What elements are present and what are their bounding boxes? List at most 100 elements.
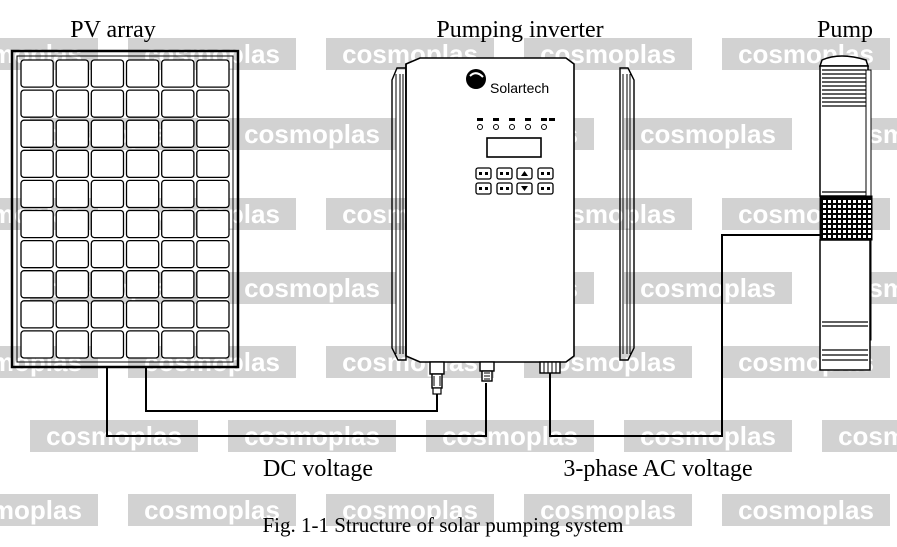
keypad-key	[475, 182, 492, 195]
pv-cell	[55, 209, 90, 239]
screen-slot	[853, 225, 856, 228]
pv-cell	[20, 89, 54, 118]
led-indicator	[541, 124, 547, 130]
inverter-label: Pumping inverter	[436, 17, 603, 43]
pv-cell	[196, 330, 230, 359]
screen-slot	[858, 205, 861, 208]
screen-slot	[828, 220, 831, 223]
screen-slot	[833, 215, 836, 218]
screen-slot	[828, 205, 831, 208]
watermark-text: cosmoplas	[540, 495, 676, 525]
pv-cell	[125, 330, 160, 359]
screen-slot	[843, 210, 846, 213]
pv-cell	[196, 239, 230, 269]
pv-cell	[55, 59, 90, 88]
brand-name: Solartech	[490, 80, 549, 96]
pv-cell	[90, 179, 125, 209]
screen-slot	[843, 220, 846, 223]
keypad-key	[537, 182, 554, 195]
led-indicator	[477, 124, 483, 130]
screen-slot	[838, 215, 841, 218]
keypad-key	[496, 182, 513, 195]
screen-slot	[863, 235, 866, 238]
keypad-key	[496, 167, 513, 180]
screen-slot	[858, 225, 861, 228]
pumping-inverter: Solartech	[391, 57, 635, 395]
screen-slot	[858, 220, 861, 223]
watermark-text: cosmoplas	[144, 495, 280, 525]
pv-cell	[20, 239, 54, 269]
pv-cell	[196, 300, 230, 329]
pv-cell	[161, 149, 195, 179]
pv-cell	[196, 119, 230, 148]
pump-outlet-rings	[822, 69, 866, 193]
screen-slot	[853, 230, 856, 233]
screen-slot	[848, 200, 851, 203]
screen-slot	[843, 215, 846, 218]
led-indicator	[525, 124, 531, 130]
led-label	[509, 118, 515, 121]
pv-cell	[161, 270, 195, 299]
screen-slot	[823, 235, 826, 238]
screen-slot	[843, 230, 846, 233]
screen-slot	[858, 210, 861, 213]
pv-cell	[90, 89, 125, 118]
inverter-keypad	[475, 167, 554, 195]
indicator-leds	[477, 118, 555, 130]
screen-slot	[863, 225, 866, 228]
watermark-text: cosmoplas	[738, 495, 874, 525]
screen-slot	[853, 220, 856, 223]
screen-slot	[863, 205, 866, 208]
keypad-key	[475, 167, 492, 180]
pv-cell	[125, 149, 160, 179]
pv-cell	[161, 300, 195, 329]
screen-slot	[863, 215, 866, 218]
screen-slot	[868, 215, 871, 218]
pv-cell	[55, 179, 90, 209]
dc-wires	[106, 367, 487, 437]
screen-slot	[833, 200, 836, 203]
screen-slot	[828, 225, 831, 228]
pv-cell	[55, 300, 90, 329]
pv-cell	[125, 119, 160, 148]
pv-cell	[161, 209, 195, 239]
pv-cell	[20, 179, 54, 209]
screen-slot	[848, 235, 851, 238]
pv-cell	[55, 270, 90, 299]
screen-slot	[853, 205, 856, 208]
screen-slot	[843, 200, 846, 203]
screen-slot	[848, 205, 851, 208]
ac-voltage-label: 3-phase AC voltage	[563, 456, 752, 482]
dc-connector-left	[429, 361, 445, 395]
heatsink-fins-right	[622, 74, 631, 354]
led-indicator	[509, 124, 515, 130]
screen-slot	[868, 235, 871, 238]
pv-cell	[161, 59, 195, 88]
pv-cell	[196, 209, 230, 239]
screen-slot	[858, 200, 861, 203]
pv-cell	[90, 209, 125, 239]
screen-slot	[828, 200, 831, 203]
screen-slot	[853, 200, 856, 203]
screen-slot	[828, 210, 831, 213]
screen-slot	[833, 235, 836, 238]
screen-slot	[838, 220, 841, 223]
watermark-tile: cosmoplas	[228, 272, 396, 304]
ac-wire	[549, 234, 820, 437]
pv-cell	[55, 149, 90, 179]
watermark-tile: cosmoplas	[822, 420, 897, 452]
pv-array-panel	[10, 49, 240, 369]
pv-cell	[125, 89, 160, 118]
watermark-tile: cosmoplas	[228, 118, 396, 150]
pv-cell	[90, 270, 125, 299]
screen-slot	[853, 210, 856, 213]
pv-cell	[90, 119, 125, 148]
pv-cell	[161, 89, 195, 118]
watermark-text: cosmoplas	[244, 119, 380, 149]
pv-cell	[20, 59, 54, 88]
watermark-tile: cosmoplas	[624, 118, 792, 150]
pv-cell	[20, 270, 54, 299]
screen-slot	[843, 235, 846, 238]
pump-label: Pump	[817, 17, 873, 43]
